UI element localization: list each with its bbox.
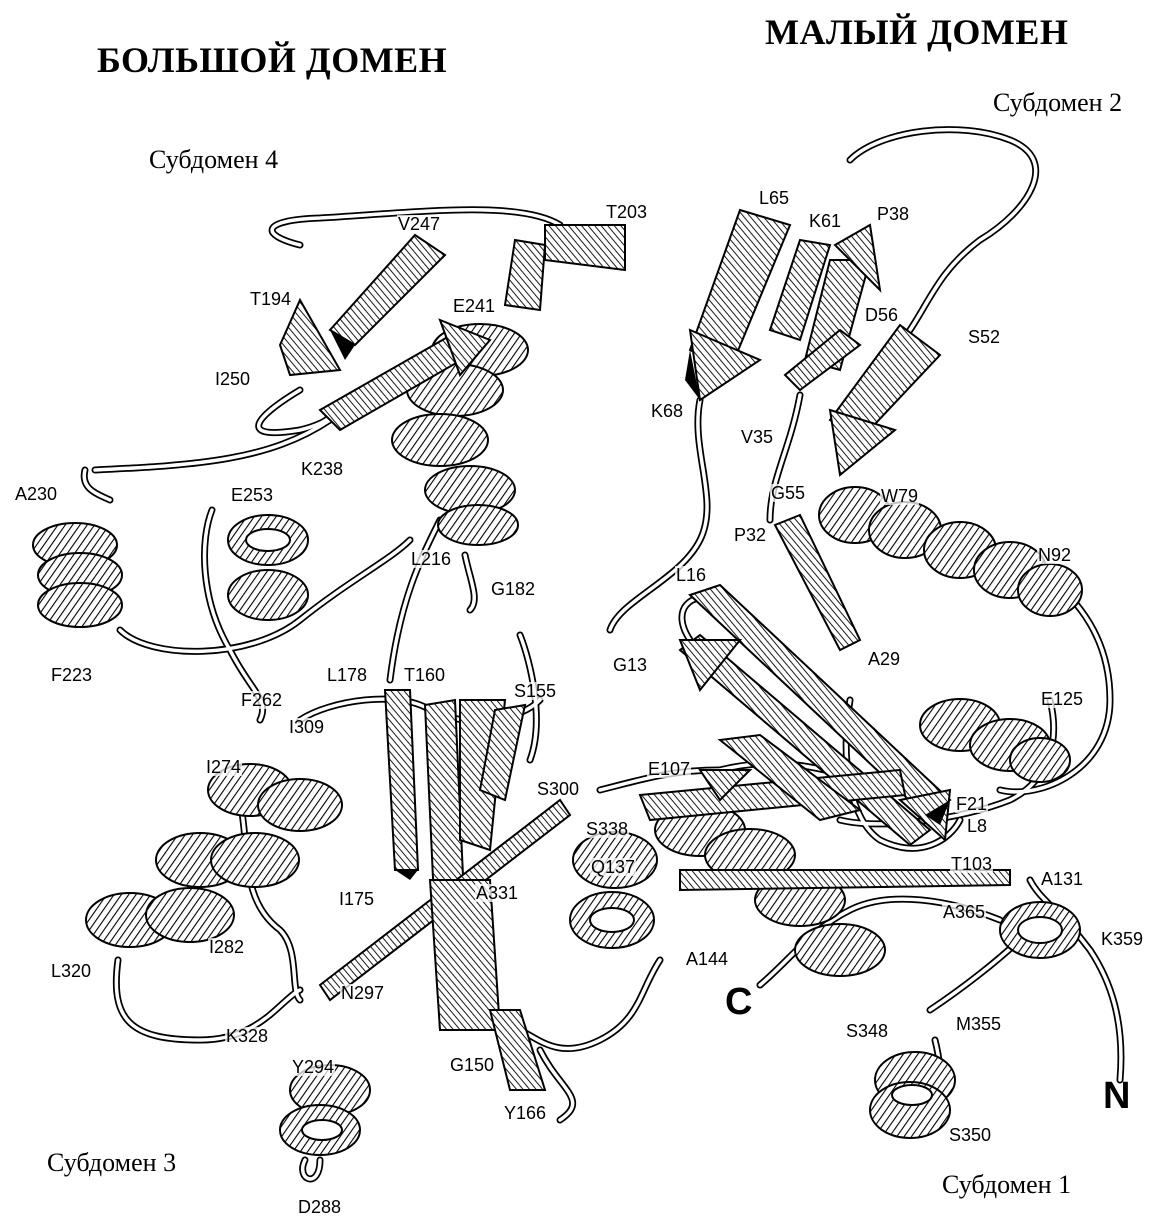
residue-label: G55 xyxy=(770,484,806,502)
helix-y294 xyxy=(280,1065,370,1155)
residue-label: E107 xyxy=(647,760,691,778)
residue-label: S300 xyxy=(536,780,580,798)
helix-k359 xyxy=(1000,902,1080,958)
residue-label: T194 xyxy=(249,290,292,308)
strand-v247 xyxy=(330,235,445,345)
residue-label: K328 xyxy=(225,1027,269,1045)
subdomain-1-label: Субдомен 1 xyxy=(942,1172,1071,1198)
strand-t194 xyxy=(280,300,340,375)
residue-label: A131 xyxy=(1040,870,1084,888)
residue-label: T160 xyxy=(403,666,446,684)
residue-label: G150 xyxy=(449,1056,495,1074)
residue-label: A365 xyxy=(942,903,986,921)
residue-label: F21 xyxy=(955,795,988,813)
residue-label: V35 xyxy=(740,428,774,446)
small-domain-title: МАЛЫЙ ДОМЕН xyxy=(765,14,1068,50)
large-domain-title: БОЛЬШОЙ ДОМЕН xyxy=(97,42,447,78)
strand-s52-head xyxy=(830,410,895,475)
residue-label: I274 xyxy=(205,758,242,776)
residue-label: E125 xyxy=(1040,690,1084,708)
residue-label: S52 xyxy=(967,328,1001,346)
residue-label: Y166 xyxy=(503,1104,547,1122)
residue-label: A230 xyxy=(14,485,58,503)
c-terminus-label: C xyxy=(725,983,752,1021)
strand-t203 xyxy=(545,225,625,270)
residue-label: D288 xyxy=(297,1198,342,1216)
residue-label: E253 xyxy=(230,486,274,504)
residue-label: A29 xyxy=(867,650,901,668)
residue-label: K68 xyxy=(650,402,684,420)
residue-label: Y294 xyxy=(291,1058,335,1076)
helix-q137 xyxy=(570,832,657,948)
helix-a230 xyxy=(33,523,122,627)
residue-label: P38 xyxy=(876,205,910,223)
residue-label: N297 xyxy=(340,984,385,1002)
helix-e253 xyxy=(228,515,308,620)
residue-label: W79 xyxy=(880,487,919,505)
subdomain-3-label: Субдомен 3 xyxy=(47,1150,176,1176)
residue-label: V247 xyxy=(397,215,441,233)
residue-label: L8 xyxy=(966,817,988,835)
residue-label: S350 xyxy=(948,1126,992,1144)
residue-label: F223 xyxy=(50,666,93,684)
residue-label: G182 xyxy=(490,580,536,598)
residue-label: F262 xyxy=(240,691,283,709)
residue-label: L178 xyxy=(326,666,368,684)
residue-label: A144 xyxy=(685,950,729,968)
residue-label: I309 xyxy=(288,718,325,736)
residue-label: S155 xyxy=(513,682,557,700)
residue-label: P32 xyxy=(733,526,767,544)
alpha-helices xyxy=(33,324,1082,1155)
residue-label: L16 xyxy=(675,566,707,584)
residue-label: D56 xyxy=(864,306,899,324)
n-terminus-label: N xyxy=(1103,1077,1130,1115)
residue-label: K359 xyxy=(1100,930,1144,948)
residue-label: K238 xyxy=(300,460,344,478)
residue-label: G13 xyxy=(612,656,648,674)
residue-label: I282 xyxy=(208,938,245,956)
residue-label: T203 xyxy=(605,203,648,221)
residue-label: E241 xyxy=(452,297,496,315)
residue-label: I175 xyxy=(338,890,375,908)
subdomain-4-label: Субдомен 4 xyxy=(149,147,278,173)
helix-e125 xyxy=(920,699,1070,782)
residue-label: Q137 xyxy=(590,858,636,876)
helix-i274 xyxy=(86,764,342,947)
residue-label: T103 xyxy=(950,855,993,873)
residue-label: I250 xyxy=(214,370,251,388)
strand-t203b xyxy=(505,240,545,310)
residue-label: L65 xyxy=(758,189,790,207)
helix-s350 xyxy=(870,1052,955,1138)
strand-l178 xyxy=(385,690,418,870)
subdomain-2-label: Субдомен 2 xyxy=(993,90,1122,116)
residue-label: K61 xyxy=(808,212,842,230)
residue-label: A331 xyxy=(475,884,519,902)
residue-label: N92 xyxy=(1037,546,1072,564)
residue-label: S338 xyxy=(585,820,629,838)
residue-label: S348 xyxy=(845,1022,889,1040)
residue-label: L320 xyxy=(50,962,92,980)
residue-label: M355 xyxy=(955,1015,1002,1033)
residue-label: L216 xyxy=(410,550,452,568)
